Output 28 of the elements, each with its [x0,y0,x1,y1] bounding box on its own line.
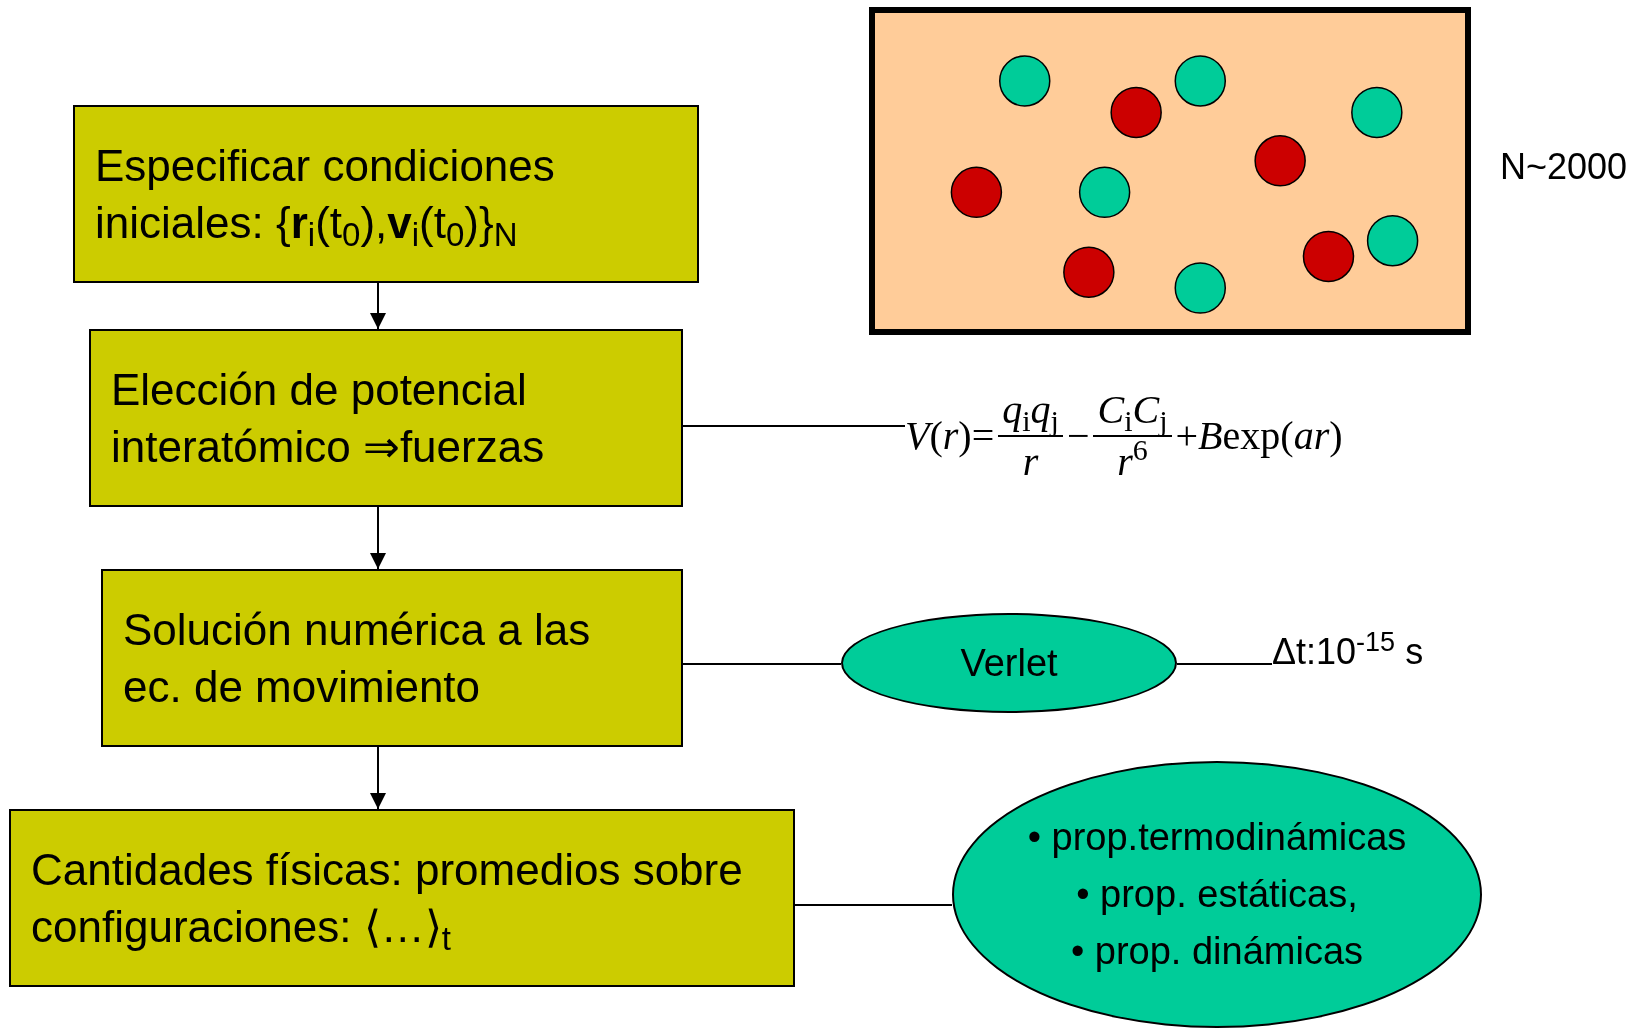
formula-term: V(r)= [905,412,995,460]
ellipse-text: • prop.termodinámicas [1027,815,1407,860]
time-step-text: Δt:10$^{-15}$ s [1272,625,1424,674]
box-text: Cantidades físicas: promedios sobre configuraciones: ⟨…⟩$_{t}$ [31,843,744,956]
box-text: Elección de potencial interatómico ⇒fuerzas [111,363,546,473]
arrow [370,282,386,330]
formula-term: + [1175,412,1199,460]
connector-line [682,663,842,665]
ellipse-text: Verlet [960,640,1058,686]
box-text: Especificar condiciones iniciales: {r$_{i}$(t$_{0}$),v$_{i}$(t$_{0}$)}$_{N}$ [95,139,556,252]
arrow [370,746,386,810]
connector-line [1176,663,1273,665]
process-box [101,569,683,747]
ellipse-text: • prop. dinámicas [1070,929,1364,974]
box-text: Solución numérica a las ec. de movimiento [123,603,592,713]
formula-term: exp(ar) [1222,412,1343,460]
formula-term: r [1022,439,1039,484]
ellipse-text: • prop. estáticas, [1076,872,1358,917]
particle-count-label: N~2000 [1500,146,1628,187]
process-box [89,329,683,507]
process-box [73,105,699,283]
formula-term: B [1198,412,1223,460]
process-box [9,809,795,987]
connector-line [682,425,906,427]
formula-term: r$^{6}$ [1117,439,1148,484]
connector-line [794,904,953,906]
arrow [370,506,386,570]
formula-term: − [1066,412,1090,460]
